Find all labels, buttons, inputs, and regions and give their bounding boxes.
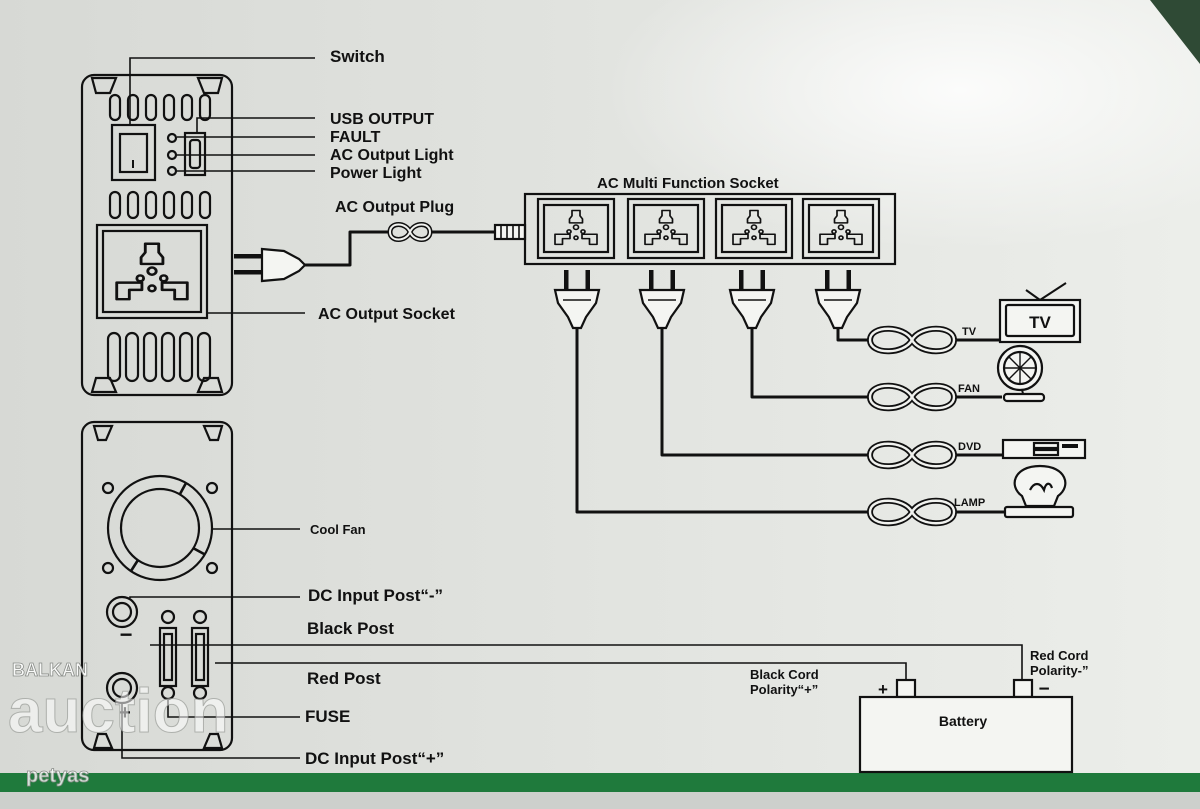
watermark-line1: BALKAN (12, 660, 88, 680)
tv-device: TV (998, 282, 1082, 344)
battery: + − Battery (858, 678, 1074, 774)
fuses (158, 609, 210, 701)
vent-slots-middle (108, 190, 212, 220)
cord-connector (493, 223, 527, 241)
dc-input-post-positive-label: DC Input Post“+” (305, 749, 444, 768)
ac-multi-function-socket (523, 192, 897, 266)
power-switch (110, 123, 157, 182)
switch-leader (129, 57, 315, 125)
black-post (105, 595, 139, 629)
tv-cord-label: TV (962, 326, 977, 338)
dvd-cord-label: DVD (958, 441, 981, 453)
lamp-cord-label: LAMP (954, 497, 985, 509)
box-edge-corner (1150, 0, 1200, 64)
inverter-rear-panel (80, 420, 234, 752)
usb-output-label: USB OUTPUT (330, 111, 434, 128)
fuse-leader (167, 699, 300, 718)
indicator-leds (166, 132, 178, 177)
watermark: BALKAN auction petyas (8, 660, 229, 788)
battery-minus-sign: − (1038, 679, 1049, 700)
dc-positive-leader (121, 703, 300, 759)
strip-socket-2 (626, 197, 706, 260)
strip-socket-3 (714, 197, 794, 260)
negative-cable (150, 644, 1023, 681)
box-bottom-edge (0, 792, 1200, 809)
red-post-label: Red Post (307, 669, 381, 688)
power-light-label: Power Light (330, 165, 422, 182)
fan-cord-label: FAN (958, 383, 980, 395)
ac-output-plug-label: AC Output Plug (335, 199, 454, 216)
strip-socket-4 (801, 197, 881, 260)
lamp-device (1003, 464, 1075, 519)
inverter-front-panel (80, 73, 234, 397)
ac-plug-cord (305, 230, 495, 267)
dvd-cord (660, 328, 1003, 457)
socket-strip-label: AC Multi Function Socket (597, 175, 779, 192)
fault-label: FAULT (330, 129, 381, 146)
dvd-device (1001, 438, 1087, 460)
ac-output-plug (234, 247, 307, 283)
cool-fan (106, 474, 214, 582)
tv-cord (836, 328, 1000, 342)
watermark-line2: auction (8, 677, 228, 746)
red-cord-label-line2: Polarity-” (1030, 663, 1089, 678)
usb-port (183, 131, 207, 177)
ac-output-socket (95, 223, 209, 320)
fan-cord (750, 328, 1002, 399)
watermark-line3: petyas (26, 765, 89, 787)
fuse-label: FUSE (305, 707, 350, 726)
strip-socket-1 (536, 197, 616, 260)
lamp-cord (575, 328, 1005, 514)
dc-input-post-negative-label: DC Input Post“-” (308, 586, 443, 605)
black-post-minus-sign: − (120, 622, 133, 647)
ac-output-socket-label: AC Output Socket (318, 306, 456, 323)
cool-fan-label: Cool Fan (310, 522, 366, 537)
usb-leader (196, 117, 315, 133)
green-stripe (0, 773, 1200, 792)
light-glare (600, 0, 1200, 250)
vent-slots-top (108, 93, 212, 122)
black-cord-label-line1: Black Cord (750, 667, 819, 682)
red-post-plus-sign: + (119, 702, 131, 724)
battery-plus-sign: + (878, 680, 888, 699)
black-post-label: Black Post (307, 619, 394, 638)
black-cord-label-line2: Polarity“+” (750, 682, 818, 697)
positive-cable (215, 662, 907, 681)
red-cord-label-line1: Red Cord (1030, 648, 1089, 663)
dc-negative-leader (129, 596, 300, 598)
switch-label: Switch (330, 47, 385, 66)
fan-device (996, 344, 1046, 403)
battery-label: Battery (939, 713, 987, 729)
ac-output-light-label: AC Output Light (330, 147, 454, 164)
tv-screen-label: TV (1029, 313, 1051, 332)
vent-slots-bottom (106, 331, 212, 383)
